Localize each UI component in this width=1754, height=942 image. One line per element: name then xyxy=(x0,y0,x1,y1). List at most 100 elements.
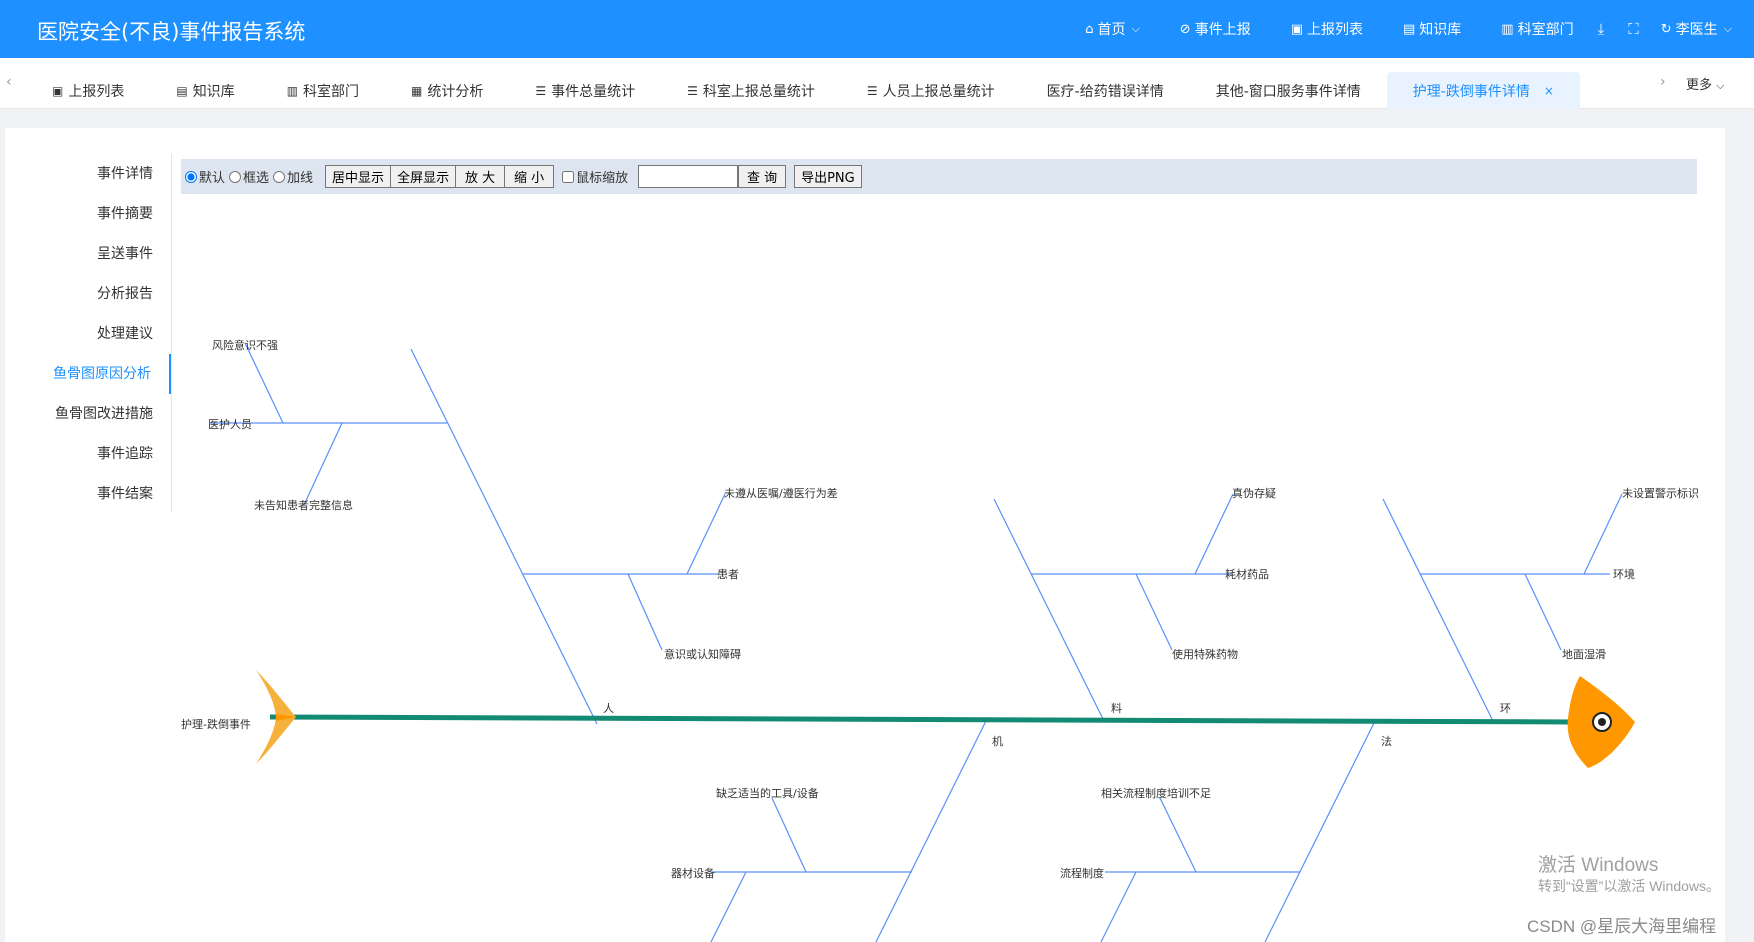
bone-not-obey[interactable] xyxy=(686,493,726,575)
fullscreen-icon[interactable]: ⛶ xyxy=(1628,20,1639,38)
tab-department[interactable]: ▥科室部门 xyxy=(261,72,385,109)
side-item-tracking[interactable]: 事件追踪 xyxy=(97,446,153,462)
mouse-zoom-checkbox[interactable] xyxy=(562,170,575,183)
chevron-down-icon: ⌵ xyxy=(1131,22,1140,35)
fish-head-label[interactable]: 护理-跌倒事件 xyxy=(181,717,251,731)
bone-no-warning[interactable] xyxy=(1583,493,1623,575)
cause-special-drugs[interactable]: 使用特殊药物 xyxy=(1172,647,1238,661)
fullscreen-button[interactable]: 全屏显示 xyxy=(390,165,457,188)
cause-medical-staff[interactable]: 医护人员 xyxy=(208,417,252,431)
nav-department[interactable]: ▥ 科室部门 xyxy=(1501,19,1573,39)
nav-report-event-label: 事件上报 xyxy=(1194,22,1251,38)
nav-report-event[interactable]: ⊘ 事件上报 xyxy=(1180,19,1251,39)
tab-knowledge[interactable]: ▤知识库 xyxy=(150,72,260,109)
cause-fake-stock[interactable]: 真伪存疑 xyxy=(1232,486,1276,500)
tab-medication-error[interactable]: 医疗-给药错误详情 xyxy=(1021,72,1190,109)
export-png-button[interactable]: 导出PNG xyxy=(794,165,862,188)
category-ren-label[interactable]: 人 xyxy=(603,702,614,715)
query-button[interactable]: 查 询 xyxy=(738,165,787,188)
user-menu[interactable]: ↻ 李医生 ⌵ xyxy=(1661,19,1732,39)
radio-default-option[interactable]: 默认 xyxy=(185,167,225,186)
cause-patient[interactable]: 患者 xyxy=(717,568,739,581)
radio-add-line[interactable] xyxy=(273,170,286,183)
tab-more-dropdown[interactable]: 更多 ⌵ xyxy=(1686,74,1725,93)
radio-select-option[interactable]: 框选 xyxy=(229,167,269,186)
cause-process[interactable]: 流程制度 xyxy=(1060,866,1104,880)
zoom-out-button[interactable]: 缩 小 xyxy=(504,165,555,188)
bone-equipment-sub[interactable] xyxy=(710,871,747,942)
tab-event-total[interactable]: ☰事件总量统计 xyxy=(509,72,661,109)
category-fa-label[interactable]: 法 xyxy=(1381,734,1392,748)
fishbone-spine[interactable] xyxy=(269,714,1575,725)
radio-select[interactable] xyxy=(229,170,242,183)
center-button[interactable]: 居中显示 xyxy=(325,165,392,188)
bone-fake-stock[interactable] xyxy=(1194,493,1234,575)
bone-process-sub[interactable] xyxy=(1100,871,1137,942)
close-icon[interactable]: × xyxy=(1543,83,1554,98)
radio-add-line-option[interactable]: 加线 xyxy=(273,167,313,186)
cause-training[interactable]: 相关流程制度培训不足 xyxy=(1101,786,1211,800)
mouse-zoom-option[interactable]: 鼠标缩放 xyxy=(562,167,628,186)
cause-risk-awareness[interactable]: 风险意识不强 xyxy=(212,338,278,352)
category-huan-label[interactable]: 环 xyxy=(1500,702,1511,715)
mouse-zoom-label: 鼠标缩放 xyxy=(576,171,629,186)
bone-cognitive[interactable] xyxy=(627,573,663,651)
cause-consumables[interactable]: 耗材药品 xyxy=(1225,567,1269,581)
bone-huan[interactable] xyxy=(1382,498,1494,722)
nav-home[interactable]: ⌂ 首页 ⌵ xyxy=(1085,19,1140,39)
cause-environment[interactable]: 环境 xyxy=(1613,567,1635,581)
tab-label: 医疗-给药错误详情 xyxy=(1046,83,1164,100)
tab-staff-total[interactable]: ☰人员上报总量统计 xyxy=(841,72,1021,109)
category-ji-label[interactable]: 机 xyxy=(992,734,1003,748)
search-input[interactable] xyxy=(638,165,739,188)
side-item-close-case[interactable]: 事件结案 xyxy=(97,486,153,502)
tab-window-service[interactable]: 其他-窗口服务事件详情 xyxy=(1190,72,1387,109)
book-icon: ▤ xyxy=(1403,21,1416,37)
category-liao-label[interactable]: 料 xyxy=(1111,701,1122,715)
monitor-icon: ▣ xyxy=(1290,21,1303,37)
cause-equipment[interactable]: 器材设备 xyxy=(671,866,715,880)
tab-statistics[interactable]: ▦统计分析 xyxy=(385,72,509,109)
bone-ren[interactable] xyxy=(410,348,598,725)
radio-default[interactable] xyxy=(185,170,197,183)
download-icon[interactable]: ⤓ xyxy=(1597,20,1605,38)
tab-report-list[interactable]: ▣上报列表 xyxy=(26,72,150,109)
cause-no-warning[interactable]: 未设置警示标识 xyxy=(1622,486,1699,500)
side-item-fishbone-cause[interactable]: 鱼骨图原因分析 xyxy=(5,354,171,394)
side-item-analysis-report[interactable]: 分析报告 xyxy=(97,286,153,302)
tab-label: 人员上报总量统计 xyxy=(882,83,995,100)
bone-not-informed[interactable] xyxy=(303,422,343,506)
chevron-right-icon[interactable]: › xyxy=(1660,74,1666,90)
radio-add-line-label: 加线 xyxy=(287,171,314,186)
app-title: 医院安全(不良)事件报告系统 xyxy=(37,20,306,44)
chevron-left-icon[interactable]: ‹ xyxy=(6,74,12,90)
tab-fall-event[interactable]: 护理-跌倒事件详情× xyxy=(1386,72,1580,109)
cause-slippery[interactable]: 地面湿滑 xyxy=(1562,648,1606,661)
side-item-submit-event[interactable]: 呈送事件 xyxy=(97,246,153,262)
bone-special-drugs[interactable] xyxy=(1135,573,1173,651)
bone-lack-tools[interactable] xyxy=(771,797,807,873)
side-item-event-summary[interactable]: 事件摘要 xyxy=(97,206,153,222)
document-icon: ▥ xyxy=(286,83,299,98)
bone-risk-awareness[interactable] xyxy=(244,342,284,424)
book-icon: ▤ xyxy=(176,83,188,98)
side-item-fishbone-improve[interactable]: 鱼骨图改进措施 xyxy=(55,406,153,422)
tab-label: 科室上报总量统计 xyxy=(702,83,815,100)
bone-slippery[interactable] xyxy=(1524,573,1562,651)
cause-cognitive[interactable]: 意识或认知障碍 xyxy=(664,647,741,661)
fish-pupil xyxy=(1598,718,1606,726)
bone-fa[interactable] xyxy=(1264,720,1376,942)
cause-not-informed[interactable]: 未告知患者完整信息 xyxy=(254,498,353,512)
nav-report-list[interactable]: ▣ 上报列表 xyxy=(1291,19,1363,39)
bone-ji[interactable] xyxy=(875,720,987,942)
cause-not-obey[interactable]: 未遵从医嘱/遵医行为差 xyxy=(724,486,838,500)
side-item-event-details[interactable]: 事件详情 xyxy=(97,166,153,182)
nav-knowledge[interactable]: ▤ 知识库 xyxy=(1403,19,1461,39)
top-nav: ⌂ 首页 ⌵ ⊘ 事件上报 ▣ 上报列表 ▤ 知识库 ▥ 科室部门 ⤓ ⛶ ↻ … xyxy=(1045,0,1732,58)
side-item-suggestions[interactable]: 处理建议 xyxy=(97,326,153,342)
bone-liao[interactable] xyxy=(993,498,1105,722)
tab-dept-total[interactable]: ☰科室上报总量统计 xyxy=(661,72,841,109)
bone-training[interactable] xyxy=(1159,797,1197,873)
cause-lack-tools[interactable]: 缺乏适当的工具/设备 xyxy=(716,786,819,800)
